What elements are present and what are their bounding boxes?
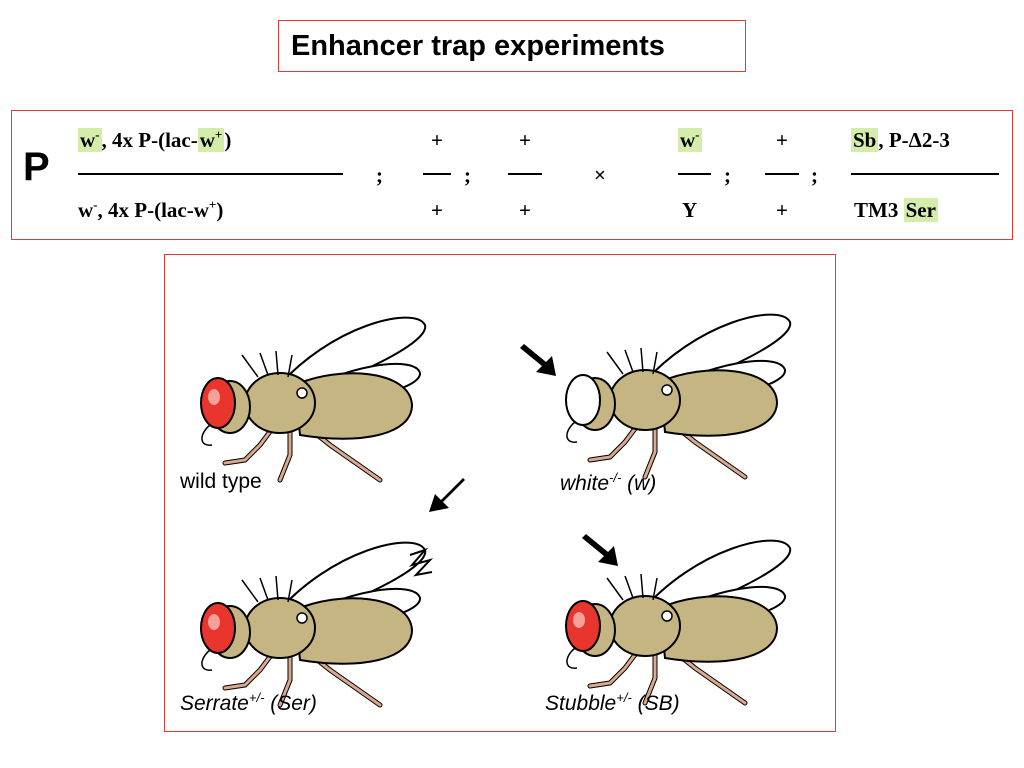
male-chr2-bottom: +	[776, 198, 788, 222]
female-x-bottom: w-, 4x P-(lac-w+)	[78, 197, 224, 222]
male-chr2-top: +	[776, 128, 788, 152]
stubble-bristle-arrow-icon	[582, 534, 618, 566]
female-chr3-top: +	[519, 128, 531, 152]
female-chr2-line	[423, 173, 451, 175]
cross-diagram	[11, 110, 1013, 240]
female-separator-1: ;	[376, 163, 383, 187]
w-minus-highlight: w-	[78, 127, 102, 152]
female-chr2-top: +	[431, 128, 443, 152]
sb-highlight: Sb	[851, 128, 879, 152]
male-chr3-bottom: TM3 Ser	[854, 198, 938, 222]
title-box: Enhancer trap experiments	[278, 20, 746, 72]
serrate-fly	[180, 510, 434, 710]
male-chr3-top: Sb, P-Δ2-3	[851, 128, 950, 152]
male-chr2-line	[765, 173, 799, 175]
male-y: Y	[682, 198, 698, 222]
ser-highlight: Ser	[903, 198, 938, 222]
female-chr2-bottom: +	[431, 198, 443, 222]
serrate-label: Serrate+/- (Ser)	[180, 690, 317, 715]
female-x-line	[78, 173, 343, 175]
female-x-top: w-, 4x P-(lac-w+)	[78, 127, 232, 152]
female-chr3-line	[508, 173, 542, 175]
female-separator-2: ;	[464, 163, 471, 187]
male-x-top: w-	[678, 128, 702, 152]
male-w-minus-highlight: w-	[678, 127, 702, 152]
wild-type-label: wild type	[180, 470, 262, 493]
white-fly	[545, 282, 805, 482]
female-chr3-bottom: +	[519, 198, 531, 222]
stubble-label: Stubble+/- (SB)	[545, 690, 680, 715]
w-plus-highlight: w+	[197, 127, 225, 152]
stubble-fly	[545, 508, 805, 708]
male-separator-1: ;	[724, 163, 731, 187]
male-chr3-line	[851, 173, 999, 175]
white-eye-arrow-icon	[520, 344, 556, 376]
male-separator-2: ;	[811, 163, 818, 187]
wild-type-fly	[180, 285, 440, 485]
fly-phenotypes-figure	[164, 254, 836, 732]
white-label: white-/- (w)	[560, 470, 657, 495]
page-title: Enhancer trap experiments	[291, 30, 665, 62]
cross-symbol: ×	[594, 163, 606, 187]
male-x-line	[678, 173, 711, 175]
parental-label: P	[23, 145, 50, 189]
serrate-wing-arrow-icon	[429, 478, 465, 512]
